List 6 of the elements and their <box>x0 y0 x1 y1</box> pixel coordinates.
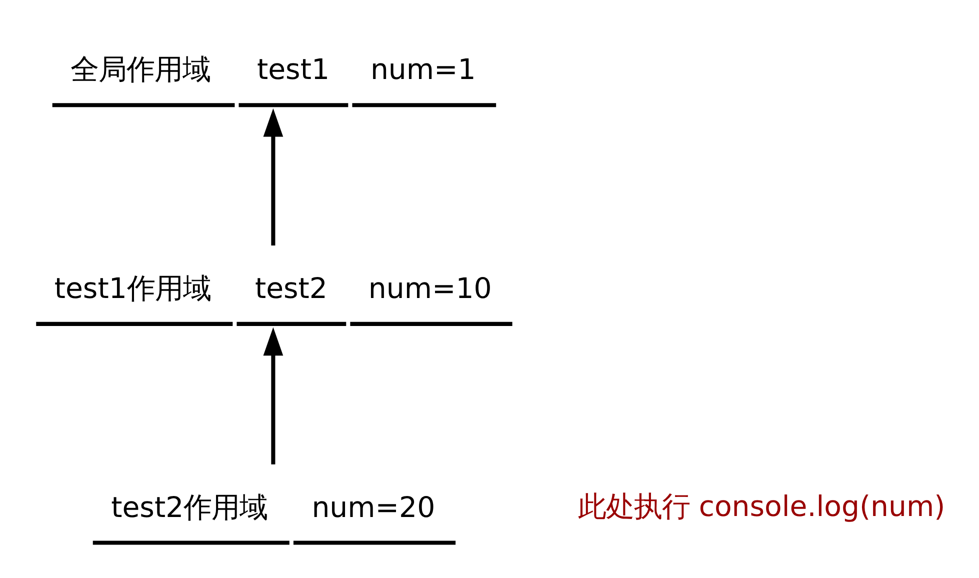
node-text: 全局作用域 test1 num=1 <box>70 52 476 86</box>
label: 此处执行 console.log(num) <box>578 489 946 522</box>
arrow <box>263 108 284 246</box>
node-text: test2作用域 num=20 <box>111 490 436 524</box>
arrow <box>263 326 284 464</box>
node-text: test1作用域 test2 num=10 <box>54 272 492 305</box>
